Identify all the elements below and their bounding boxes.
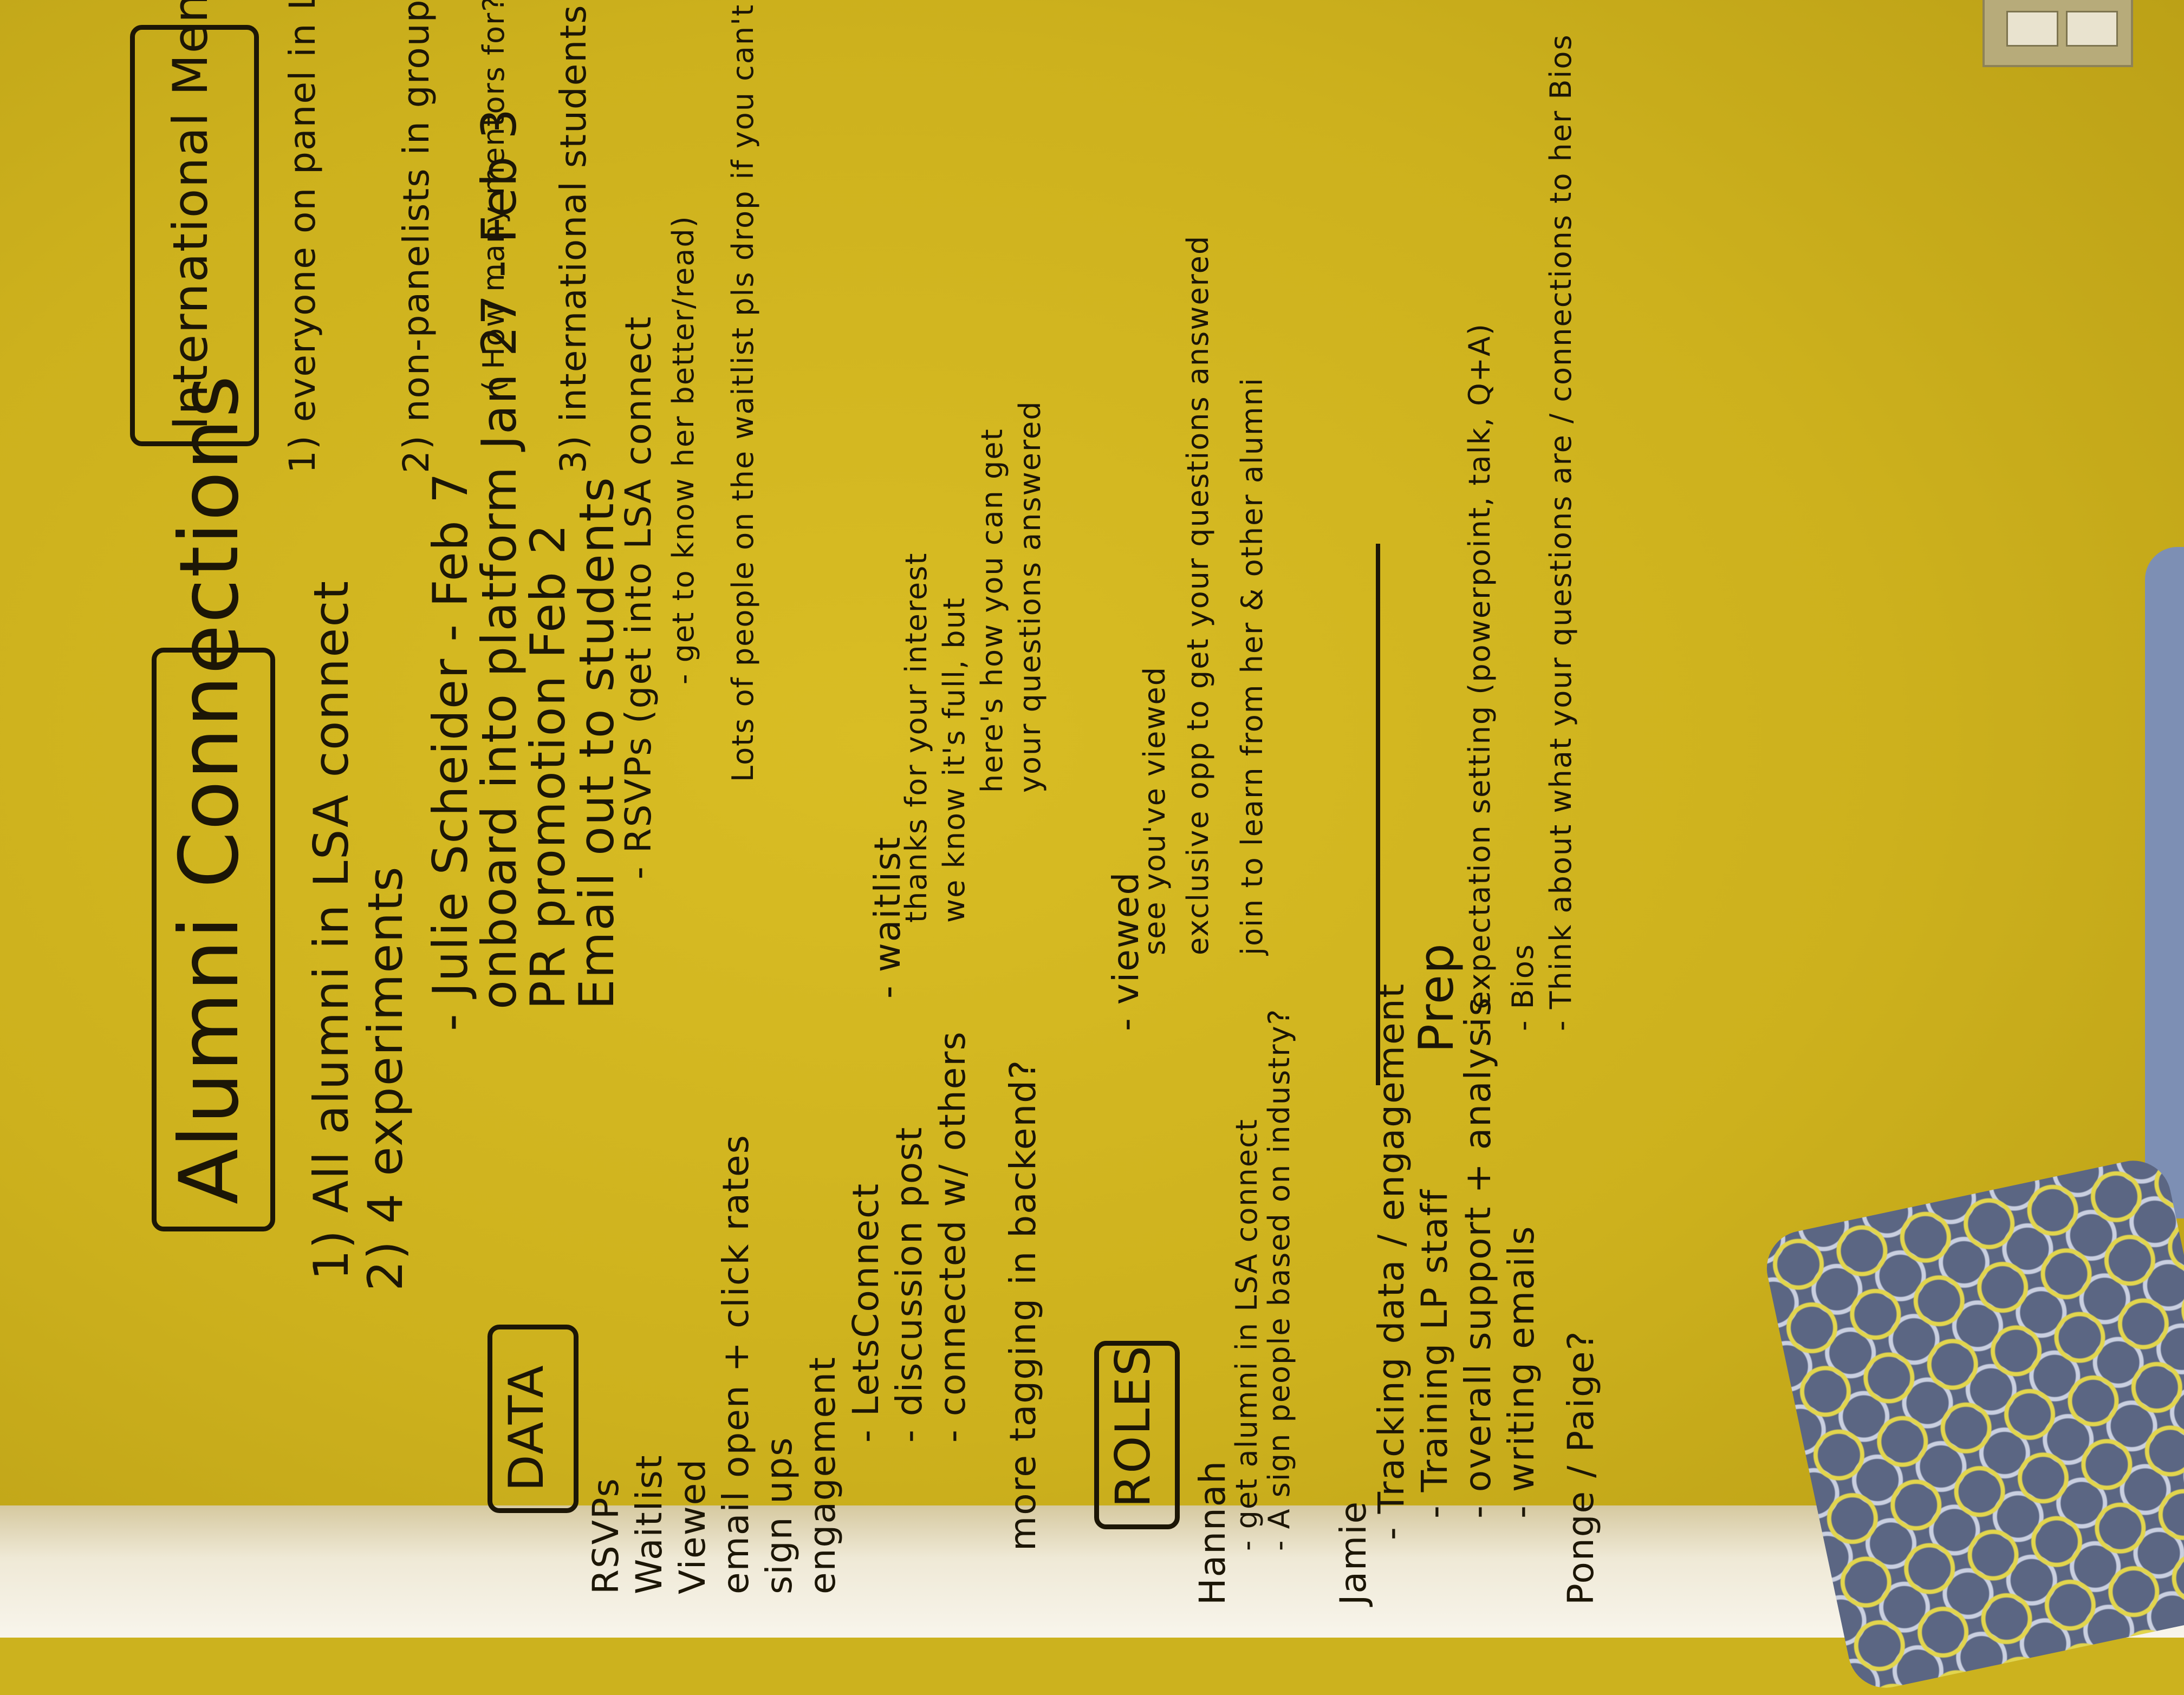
waitlist-step-2: we know it's full, but [937, 597, 971, 923]
divider-line [1376, 544, 1380, 1085]
outlet-icon [1982, 0, 2133, 67]
hannah-item-1: - get alumni in LSA connect [1230, 1118, 1264, 1551]
data-item-engagement: engagement [802, 1356, 843, 1594]
waitlist-step-4: your questions answered [1013, 400, 1047, 793]
data-item-waitlist: Waitlist [628, 1454, 670, 1594]
jamie-item-2: - Training LP staff [1414, 1189, 1455, 1518]
engagement-item-1: - LetsConnect [845, 1182, 887, 1443]
rsvp-note: - RSVPs (get into LSA connect [618, 315, 659, 879]
data-item-signups: sign ups [758, 1436, 800, 1594]
intl-item-1: 1) everyone on panel in LSA connect [282, 0, 323, 473]
role-jamie: Jamie [1332, 1500, 1374, 1605]
jamie-item-4: - writing emails [1500, 1225, 1542, 1518]
point-1: 1) All alumni in LSA connect [303, 579, 359, 1280]
tagging-note: more tagging in backend? [1002, 1059, 1044, 1551]
waitlist-step-3: here's how you can get [975, 428, 1009, 793]
jamie-item-3: - overall support + analysis [1457, 996, 1499, 1518]
experiment-3: Email out to students [569, 476, 625, 1009]
hannah-item-2: - A sign people based on industry? [1262, 1008, 1296, 1551]
data-item-email: email open + click rates [715, 1134, 757, 1594]
data-item-viewed: Viewed [672, 1458, 713, 1594]
data-heading: DATA [498, 1364, 554, 1491]
viewed-step-1: see you've viewed [1138, 666, 1172, 955]
waitlist-note: Lots of people on the waitlist pls drop … [726, 0, 760, 782]
prep-item-2: - Bios [1506, 943, 1540, 1031]
whiteboard-notes: Alumni Connections 1) All alumni in LSA … [130, 0, 1602, 1606]
viewed-step-3: join to learn from her & other alumni [1235, 377, 1269, 955]
julie-line: - Julie Scheider - Feb 7 [422, 472, 478, 1031]
intl-heading: International Mentorship Panel [162, 0, 218, 430]
prep-item-3: - Think about what your questions are / … [1544, 34, 1578, 1031]
point-2: 2) 4 experiments [358, 865, 413, 1291]
waitlist-step-1: thanks for your interest [899, 552, 933, 923]
title: Alumni Connections [162, 374, 257, 1204]
data-item-rsvp: RSVPs [585, 1477, 627, 1594]
roles-heading: ROLES [1105, 1345, 1161, 1508]
prep-heading: Prep [1408, 942, 1464, 1053]
viewed-step-2: exclusive opp to get your questions answ… [1181, 234, 1215, 955]
chair-back [2145, 547, 2184, 1218]
engagement-item-3: - connected w/ others [932, 1031, 973, 1443]
floor [0, 1505, 2184, 1638]
intl-item-3: 3) international students / alumni group [552, 0, 594, 473]
rsvp-note-2: - get to know her better/read) [666, 215, 700, 684]
experiment-2: PR promotion Feb 2 [520, 523, 576, 1009]
role-ponge: Ponge / Paige? [1560, 1330, 1602, 1606]
intl-item-2: 2) non-panelists in group (timeline?) [395, 0, 437, 473]
prep-item-1: - expectation setting (powerpoint, talk,… [1462, 323, 1497, 1031]
role-hannah: Hannah [1192, 1459, 1233, 1605]
engagement-item-2: - discussion post [888, 1126, 930, 1443]
intl-item-2b: ( How many mentors for?) [477, 0, 511, 392]
